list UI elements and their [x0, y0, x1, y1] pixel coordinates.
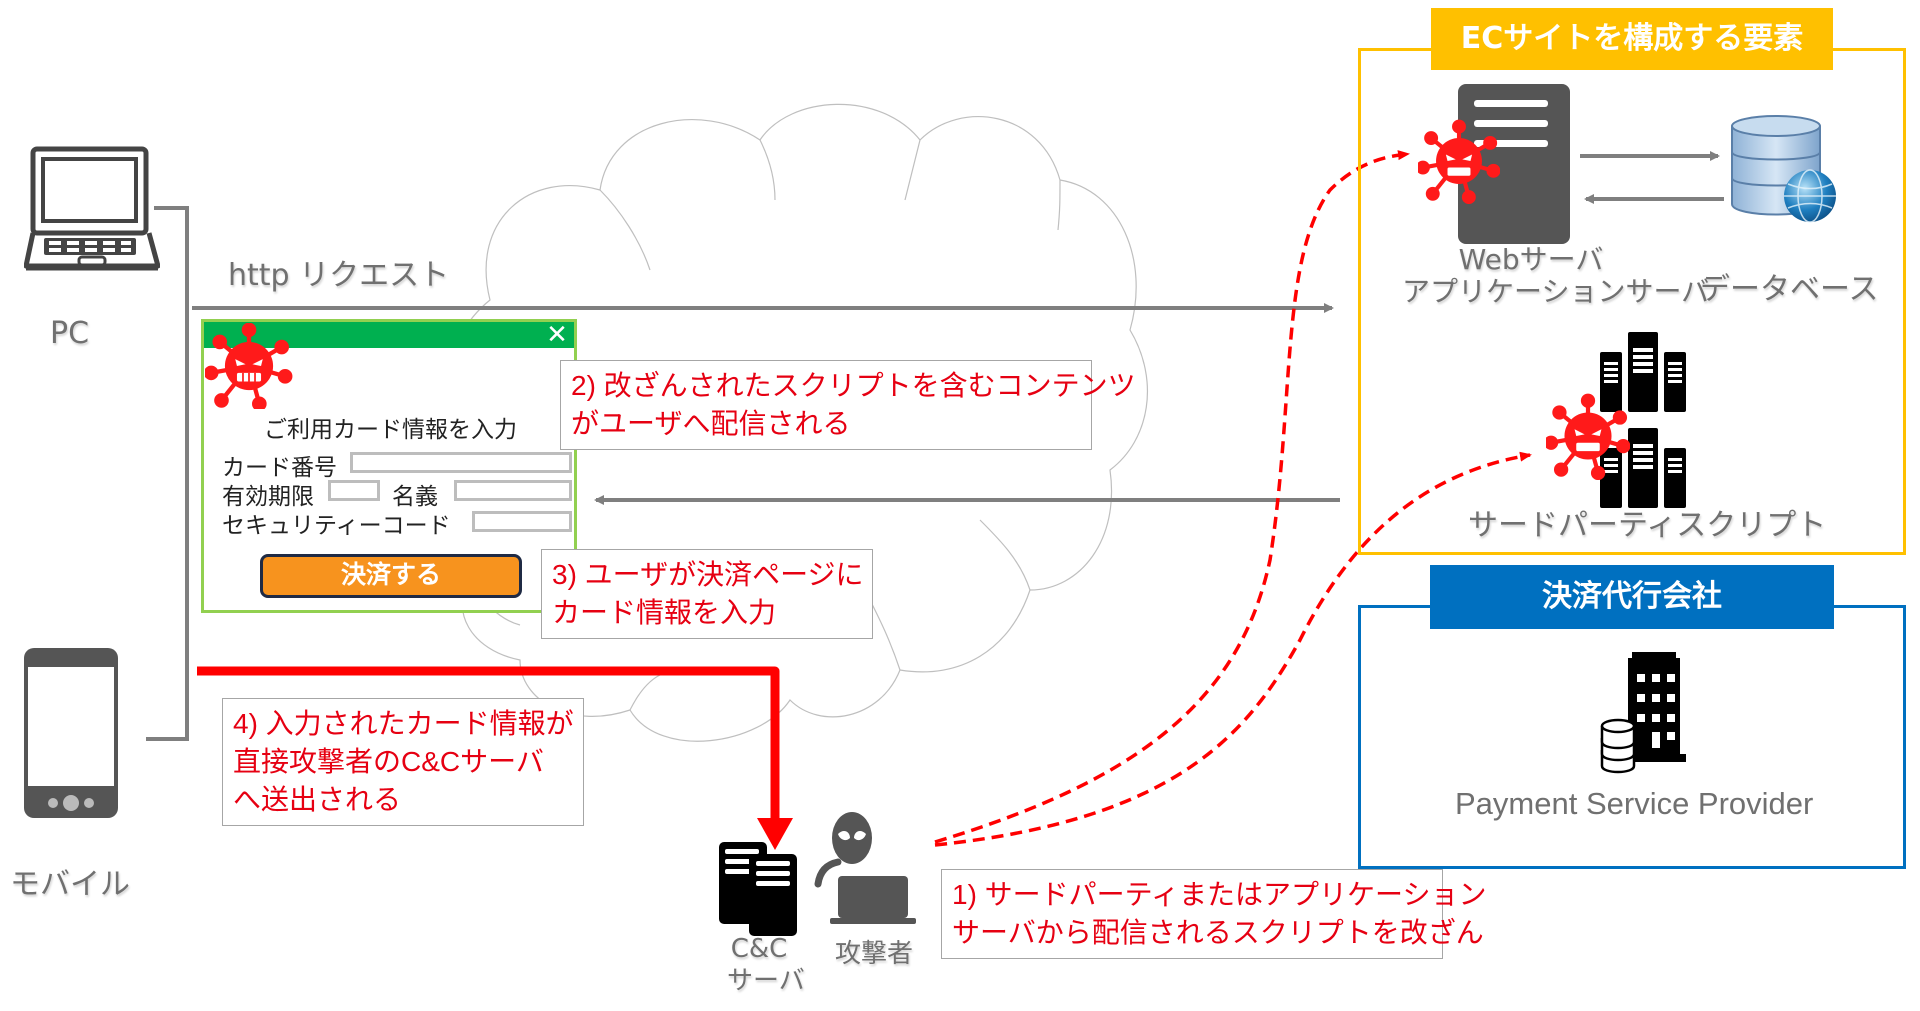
virus-icon-webserver	[1418, 119, 1500, 204]
web-server-label: Webサーバ アプリケーションサーバ	[1402, 243, 1710, 308]
cc-server-label-line2: サーバ	[727, 966, 805, 996]
card-number-label: カード番号	[222, 455, 337, 481]
name-input[interactable]	[454, 480, 572, 501]
callout-step1-line2: サーバから配信されるスクリプトを改ざん	[952, 917, 1484, 948]
mobile-icon[interactable]	[24, 648, 118, 820]
third-party-servers-icon[interactable]	[1600, 330, 1692, 510]
callout-step2-line2: がユーザへ配信される	[571, 408, 851, 439]
cc-server-label: C&C サーバ	[727, 933, 805, 997]
card-number-input[interactable]	[350, 452, 572, 473]
web-server-label-line2: アプリケーションサーバ	[1402, 275, 1710, 308]
attack-path-thirdparty	[934, 451, 1532, 847]
http-request-label: http リクエスト	[228, 258, 450, 293]
cc-server-icon	[719, 842, 797, 936]
exfiltration-arrowhead	[757, 818, 793, 850]
callout-step4-line3: へ送出される	[233, 784, 402, 815]
form-heading: ご利用カード情報を入力	[264, 417, 517, 443]
name-label: 名義	[392, 484, 438, 510]
close-icon[interactable]: ✕	[546, 320, 568, 350]
callout-step1-line1: 1) サードパーティまたはアプリケーション	[952, 879, 1487, 910]
callout-step3: 3) ユーザが決済ページに カード情報を入力	[541, 549, 873, 639]
mobile-label: モバイル	[10, 867, 130, 902]
pay-button[interactable]: 決済する	[260, 554, 522, 598]
database-label: データベース	[1700, 272, 1879, 307]
third-party-label: サードパーティスクリプト	[1468, 508, 1827, 543]
attacker-label: 攻撃者	[835, 939, 914, 969]
callout-step3-line1: 3) ユーザが決済ページに	[552, 559, 864, 590]
callout-step4-line1: 4) 入力されたカード情報が	[233, 708, 574, 739]
callout-step2-line1: 2) 改ざんされたスクリプトを含むコンテンツ	[571, 370, 1136, 401]
callout-step1: 1) サードパーティまたはアプリケーション サーバから配信されるスクリプトを改ざ…	[941, 869, 1487, 959]
pc-label: PC	[50, 316, 90, 351]
database-icon[interactable]	[1728, 114, 1840, 226]
psp-building-icon[interactable]	[1600, 650, 1692, 774]
security-code-label: セキュリティーコード	[222, 513, 451, 539]
expiry-label: 有効期限	[222, 484, 314, 510]
cc-server-label-line1: C&C	[730, 934, 788, 964]
security-code-input[interactable]	[472, 511, 572, 532]
exfiltration-arrow	[197, 666, 780, 820]
psp-title: 決済代行会社	[1430, 565, 1834, 629]
device-bracket	[146, 206, 189, 741]
web-server-label-line1: Webサーバ	[1458, 243, 1604, 276]
callout-step4-line2: 直接攻撃者のC&Cサーバ	[233, 746, 544, 777]
form-titlebar: ✕	[204, 322, 574, 348]
virus-icon-thirdparty	[1546, 393, 1630, 480]
psp-label: Payment Service Provider	[1455, 786, 1814, 821]
callout-step3-line2: カード情報を入力	[552, 597, 777, 628]
attacker-icon	[814, 812, 916, 924]
ec-site-title: ECサイトを構成する要素	[1431, 8, 1833, 70]
virus-icon	[205, 323, 293, 409]
pc-icon[interactable]	[24, 146, 160, 276]
web-server-icon[interactable]	[1456, 82, 1572, 246]
callout-step4: 4) 入力されたカード情報が 直接攻撃者のC&Cサーバ へ送出される	[222, 698, 584, 826]
expiry-input[interactable]	[328, 480, 380, 501]
callout-step2: 2) 改ざんされたスクリプトを含むコンテンツ がユーザへ配信される	[560, 360, 1136, 450]
